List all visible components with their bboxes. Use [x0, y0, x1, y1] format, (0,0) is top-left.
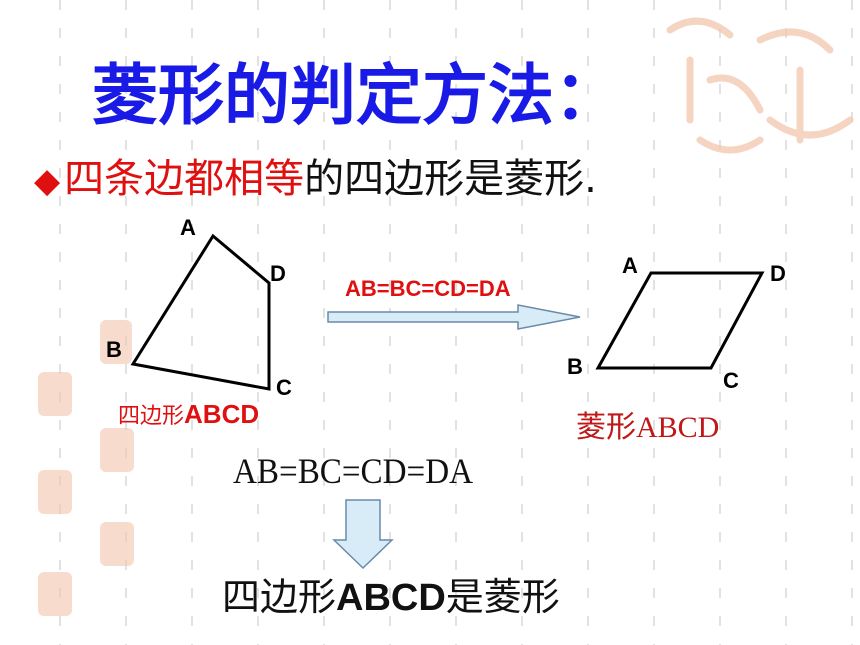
arrow-down-icon [332, 499, 394, 570]
conclusion: 四边形ABCD是菱形 [222, 566, 560, 621]
conclusion-bold: ABCD [336, 577, 446, 619]
right-figure-name: 菱形ABCD [576, 411, 720, 444]
arrow-right-icon [327, 304, 581, 330]
vertex-label-b-left: B [106, 337, 122, 362]
bullet-diamond-icon: ◆ [34, 161, 61, 201]
vertex-label-d-right: D [770, 261, 786, 286]
slide-title: 菱形的判定方法： [92, 57, 620, 134]
left-figure-name-suffix: ABCD [184, 399, 260, 429]
vertex-label-a-right: A [622, 253, 638, 278]
arrow-label: AB=BC=CD=DA [345, 276, 511, 301]
decorative-seal-icon [666, 17, 854, 154]
bullet-rest: 的四边形是菱形. [304, 156, 597, 202]
left-figure-name: 四边形ABCD [118, 398, 259, 430]
bullet-statement: ◆四条边都相等的四边形是菱形. [34, 146, 597, 204]
vertex-label-a-left: A [180, 215, 196, 240]
equation: AB=BC=CD=DA [233, 451, 474, 491]
vertex-label-c-left: C [276, 375, 292, 400]
decorative-seal-icon [38, 320, 134, 616]
vertex-label-b-right: B [567, 354, 583, 379]
rhombus-abcd [595, 271, 765, 370]
bullet-highlight: 四条边都相等 [64, 156, 305, 202]
conclusion-suffix: 是菱形 [445, 575, 560, 619]
left-figure-name-prefix: 四边形 [118, 404, 185, 429]
conclusion-prefix: 四边形 [222, 575, 337, 619]
vertex-label-d-left: D [270, 261, 286, 286]
vertex-label-c-right: C [723, 368, 739, 393]
quadrilateral-abcd [130, 233, 271, 391]
